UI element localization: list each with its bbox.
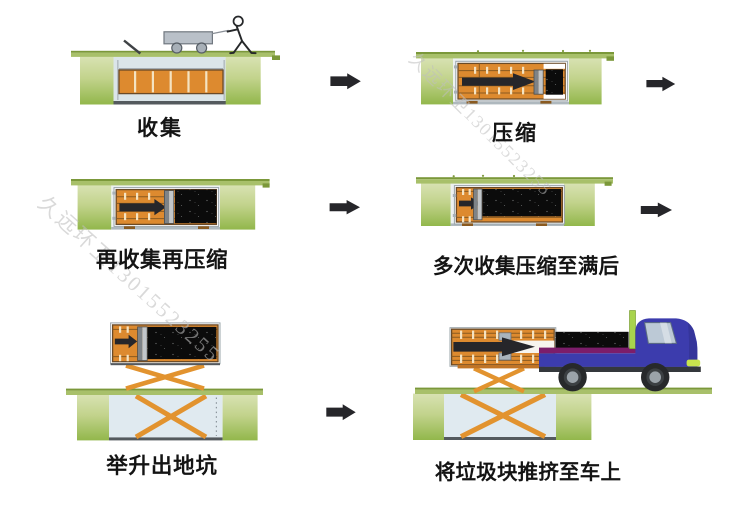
garbage-block — [175, 189, 217, 224]
truck-wheel — [558, 363, 587, 392]
garbage-cart — [163, 29, 229, 54]
stage-label-lift: 举升出地坑 — [106, 454, 218, 478]
flow-arrows — [326, 73, 676, 421]
stage-recollect-graphic — [71, 179, 270, 230]
flow-arrow-3 — [329, 200, 360, 215]
pit-wall — [222, 394, 258, 441]
container-lifted — [110, 322, 221, 366]
scissor-lift-leg — [473, 366, 525, 394]
ground — [415, 387, 712, 390]
compaction-arrow — [114, 334, 138, 349]
compaction-arrow — [453, 337, 535, 357]
truck-windshield — [644, 322, 678, 344]
garbage-block — [482, 189, 562, 217]
truck — [539, 310, 701, 392]
pit-wall — [77, 185, 112, 230]
ground — [416, 52, 614, 54]
pit-wall — [421, 58, 453, 105]
pit-wall — [556, 393, 592, 440]
scissor-lift-leg — [459, 392, 547, 439]
container-compressing — [454, 60, 568, 104]
stage-label-load: 将垃圾块推挤至车上 — [434, 462, 622, 484]
truck-bed-rail — [539, 347, 691, 354]
stage-label-compress: 压缩 — [492, 121, 538, 145]
truck-chassis — [539, 366, 701, 372]
container-empty — [118, 69, 224, 95]
container-half-full — [112, 187, 220, 229]
truck-wheel — [641, 363, 670, 392]
stage-label-full: 多次收集压缩至满后 — [432, 256, 620, 278]
garbage-block — [545, 69, 563, 95]
pit-wall — [225, 56, 261, 105]
stage-full-graphic — [416, 174, 613, 226]
flow-arrow-1 — [330, 73, 361, 90]
stage-compress-graphic — [416, 49, 614, 105]
flow-arrow-2 — [646, 76, 676, 92]
stage-label-recollect: 再收集再压缩 — [95, 248, 229, 272]
pit-wall — [421, 183, 451, 226]
flow-arrow-5 — [326, 404, 356, 421]
truck-headboard — [629, 310, 636, 350]
chute-flap — [123, 39, 142, 55]
pit-wall — [413, 393, 444, 440]
stage-label-collect: 收集 — [137, 116, 183, 140]
garbage-block-on-truck — [555, 331, 629, 350]
truck-cab-shade — [688, 322, 698, 367]
container-discharging — [449, 327, 557, 369]
compaction-arrow — [119, 199, 166, 216]
worker-figure — [226, 15, 257, 55]
ground — [416, 177, 613, 180]
pit-wall — [220, 185, 256, 230]
scissor-lift-leg — [125, 363, 205, 391]
pit-wall — [80, 56, 114, 105]
ground — [71, 179, 270, 181]
flow-arrow-4 — [640, 202, 672, 218]
pit-wall — [564, 183, 595, 226]
stage-load-graphic — [413, 310, 712, 440]
ground — [66, 388, 263, 391]
garbage-block — [147, 326, 217, 360]
pit-wall — [569, 58, 602, 105]
stage-lift-graphic — [66, 322, 263, 441]
compaction-arrow — [462, 73, 536, 90]
stage-collect-graphic — [71, 15, 280, 105]
container-full — [452, 185, 565, 226]
pit-wall — [77, 394, 109, 441]
truck-headlight — [686, 359, 701, 367]
scissor-lift-leg — [134, 393, 208, 440]
